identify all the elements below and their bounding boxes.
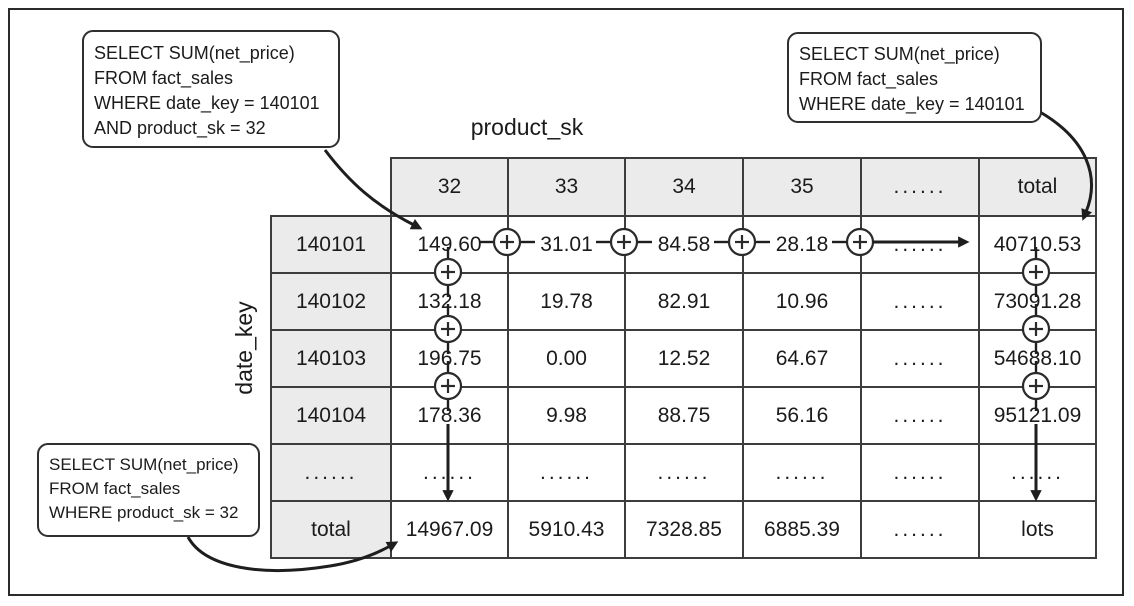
column-header-cell: 34 bbox=[624, 157, 744, 217]
data-cell: 56.16 bbox=[742, 386, 862, 445]
column-header-cell: ...... bbox=[860, 157, 980, 217]
data-cell: 0.00 bbox=[507, 329, 626, 388]
data-cell: ...... bbox=[978, 443, 1097, 502]
data-cell: 31.01 bbox=[507, 215, 626, 274]
data-cell: 28.18 bbox=[742, 215, 862, 274]
sql-callout-row-total-query: SELECT SUM(net_price) FROM fact_sales WH… bbox=[787, 32, 1042, 123]
data-cell: 12.52 bbox=[624, 329, 744, 388]
row-header-cell: total bbox=[270, 500, 392, 559]
sql-line: SELECT SUM(net_price) bbox=[94, 43, 295, 63]
row-axis-label: date_key bbox=[231, 301, 257, 395]
row-header-cell: 140104 bbox=[270, 386, 392, 445]
sql-line: WHERE product_sk = 32 bbox=[49, 503, 239, 522]
row-header-cell: ...... bbox=[270, 443, 392, 502]
sql-line: FROM fact_sales bbox=[94, 68, 234, 88]
data-cell: 9.98 bbox=[507, 386, 626, 445]
data-cell: 40710.53 bbox=[978, 215, 1097, 274]
column-header-cell: 35 bbox=[742, 157, 862, 217]
data-cell: ...... bbox=[860, 443, 980, 502]
data-cell: ...... bbox=[624, 443, 744, 502]
data-cell: 54688.10 bbox=[978, 329, 1097, 388]
data-cell: 88.75 bbox=[624, 386, 744, 445]
pivot-table: 32 33 34 35 ...... total 140101 149.60 3… bbox=[270, 157, 1097, 559]
data-cell: 149.60 bbox=[390, 215, 509, 274]
data-cell: 10.96 bbox=[742, 272, 862, 331]
row-header-cell: 140101 bbox=[270, 215, 392, 274]
sql-line: WHERE date_key = 140101 bbox=[799, 94, 1025, 114]
data-cell: ...... bbox=[860, 386, 980, 445]
data-cell: lots bbox=[978, 500, 1097, 559]
sql-line: AND product_sk = 32 bbox=[94, 118, 266, 138]
data-cell: ...... bbox=[860, 272, 980, 331]
data-cell: 6885.39 bbox=[742, 500, 862, 559]
data-cell: ...... bbox=[860, 500, 980, 559]
data-cell: 73091.28 bbox=[978, 272, 1097, 331]
data-cell: ...... bbox=[507, 443, 626, 502]
sql-callout-column-total-query: SELECT SUM(net_price) FROM fact_sales WH… bbox=[37, 443, 260, 537]
sql-line: FROM fact_sales bbox=[799, 69, 939, 89]
data-cell: 95121.09 bbox=[978, 386, 1097, 445]
data-cell: 14967.09 bbox=[390, 500, 509, 559]
sql-line: SELECT SUM(net_price) bbox=[49, 455, 239, 474]
data-cell: ...... bbox=[860, 215, 980, 274]
data-cell: 64.67 bbox=[742, 329, 862, 388]
row-header-cell: 140103 bbox=[270, 329, 392, 388]
column-header-cell: 33 bbox=[507, 157, 626, 217]
data-cell: 7328.85 bbox=[624, 500, 744, 559]
column-header-cell: 32 bbox=[390, 157, 509, 217]
sql-callout-cell-query: SELECT SUM(net_price) FROM fact_sales WH… bbox=[82, 30, 340, 148]
data-cell: ...... bbox=[742, 443, 862, 502]
corner-spacer bbox=[271, 158, 391, 216]
sql-line: WHERE date_key = 140101 bbox=[94, 93, 320, 113]
column-axis-label: product_sk bbox=[470, 114, 584, 140]
data-cell: 132.18 bbox=[390, 272, 509, 331]
data-cell: 196.75 bbox=[390, 329, 509, 388]
data-cell: 84.58 bbox=[624, 215, 744, 274]
data-cell: ...... bbox=[860, 329, 980, 388]
sql-line: FROM fact_sales bbox=[49, 479, 181, 498]
figure-border bbox=[8, 8, 1124, 596]
data-cell: 178.36 bbox=[390, 386, 509, 445]
data-cell: 82.91 bbox=[624, 272, 744, 331]
sql-line: SELECT SUM(net_price) bbox=[799, 44, 1000, 64]
row-header-cell: 140102 bbox=[270, 272, 392, 331]
data-cell: ...... bbox=[390, 443, 509, 502]
data-cell: 5910.43 bbox=[507, 500, 626, 559]
column-header-cell: total bbox=[978, 157, 1097, 217]
data-cell: 19.78 bbox=[507, 272, 626, 331]
